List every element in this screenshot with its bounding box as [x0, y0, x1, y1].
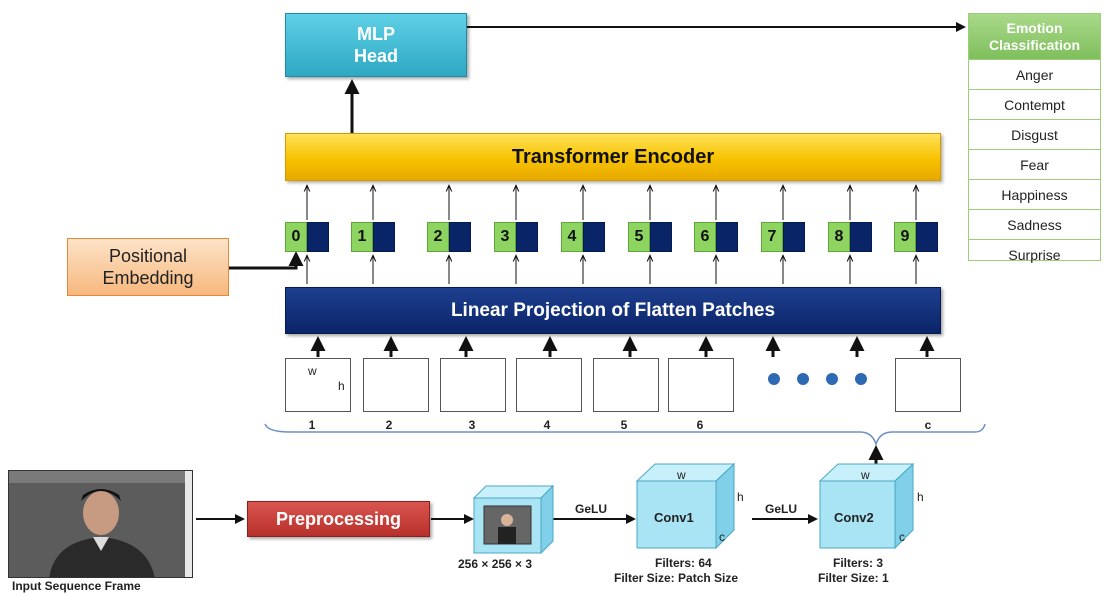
- token-embedding: [307, 222, 329, 252]
- token-index: 2: [427, 222, 449, 252]
- image-patch: [668, 358, 734, 412]
- conv1-height-label: h: [737, 490, 744, 504]
- patch-token: 8: [828, 222, 872, 252]
- patch-brace: [264, 423, 986, 447]
- conv2-channel-label: c: [899, 530, 905, 544]
- emotion-class-item: Contempt: [969, 89, 1100, 119]
- patch-label: 6: [696, 418, 704, 432]
- token-index: 6: [694, 222, 716, 252]
- conv1-width-label: w: [677, 468, 686, 482]
- emotion-class-item: Surprise: [969, 239, 1100, 269]
- conv1-cube: [635, 462, 736, 550]
- conv2-width-label: w: [861, 468, 870, 482]
- patch-label: c: [924, 418, 932, 432]
- preprocessing-box: Preprocessing: [247, 501, 430, 537]
- token-index: 8: [828, 222, 850, 252]
- emotion-classification-table: Emotion Classification Anger Contempt Di…: [968, 13, 1101, 263]
- token-embedding: [373, 222, 395, 252]
- ellipsis-dot: [826, 373, 838, 385]
- image-patch: [895, 358, 961, 412]
- image-patch: [593, 358, 659, 412]
- ellipsis-dot: [797, 373, 809, 385]
- token-embedding: [583, 222, 605, 252]
- token-embedding: [516, 222, 538, 252]
- token-embedding: [850, 222, 872, 252]
- input-image-cube: [472, 484, 555, 555]
- ellipsis-dot: [768, 373, 780, 385]
- person-photo-icon: [9, 471, 192, 577]
- token-embedding: [783, 222, 805, 252]
- positional-embedding-line2: Embedding: [102, 268, 194, 288]
- token-embedding: [650, 222, 672, 252]
- patch-token: 6: [694, 222, 738, 252]
- patch-label: 1: [308, 418, 316, 432]
- ellipsis-dot: [855, 373, 867, 385]
- conv1-filters: Filters: 64: [655, 556, 712, 570]
- emotion-class-item: Fear: [969, 149, 1100, 179]
- image-patch: [440, 358, 506, 412]
- conv2-filters: Filters: 3: [833, 556, 884, 570]
- mlp-head-box: MLP Head: [285, 13, 467, 77]
- patch-token: 5: [628, 222, 672, 252]
- emotion-title-line1: Emotion: [1006, 19, 1063, 36]
- token-embedding: [449, 222, 471, 252]
- conv2-filter-size: Filter Size: 1: [818, 571, 889, 585]
- mlp-head-line2: Head: [353, 46, 398, 66]
- transformer-encoder-box: Transformer Encoder: [285, 133, 941, 181]
- patch-token: 7: [761, 222, 805, 252]
- token-index: 3: [494, 222, 516, 252]
- patch-token: 1: [351, 222, 395, 252]
- token-index: 9: [894, 222, 916, 252]
- patch-token: 2: [427, 222, 471, 252]
- activation-label: GeLU: [575, 502, 608, 516]
- input-size-label: 256 × 256 × 3: [458, 557, 533, 571]
- patch-token: 4: [561, 222, 605, 252]
- conv1-name: Conv1: [654, 510, 694, 525]
- emotion-class-item: Sadness: [969, 209, 1100, 239]
- input-frame-image: [8, 470, 193, 578]
- emotion-class-item: Disgust: [969, 119, 1100, 149]
- emotion-title-line2: Classification: [988, 36, 1081, 53]
- image-patch: w h: [285, 358, 351, 412]
- patch-height-label: h: [338, 379, 345, 393]
- patch-token: 0: [285, 222, 329, 252]
- activation-label: GeLU: [765, 502, 798, 516]
- image-patch: [516, 358, 582, 412]
- token-index: 5: [628, 222, 650, 252]
- patch-token: 3: [494, 222, 538, 252]
- patch-label: 5: [620, 418, 628, 432]
- input-frame-caption: Input Sequence Frame: [12, 579, 141, 593]
- emotion-class-item: Anger: [969, 59, 1100, 89]
- patch-label: 2: [385, 418, 393, 432]
- token-index: 1: [351, 222, 373, 252]
- patch-label: 4: [543, 418, 551, 432]
- conv1-channel-label: c: [719, 530, 725, 544]
- mlp-head-line1: MLP: [357, 24, 395, 44]
- conv1-filter-size: Filter Size: Patch Size: [614, 571, 739, 585]
- patch-width-label: w: [308, 364, 317, 378]
- patch-token: 9: [894, 222, 938, 252]
- conv2-height-label: h: [917, 490, 924, 504]
- token-index: 4: [561, 222, 583, 252]
- emotion-class-item: Happiness: [969, 179, 1100, 209]
- token-index: 0: [285, 222, 307, 252]
- conv2-name: Conv2: [834, 510, 874, 525]
- emotion-table-header: Emotion Classification: [969, 14, 1100, 59]
- token-embedding: [716, 222, 738, 252]
- positional-embedding-box: Positional Embedding: [67, 238, 229, 296]
- positional-embedding-line1: Positional: [108, 246, 188, 266]
- image-patch: [363, 358, 429, 412]
- token-index: 7: [761, 222, 783, 252]
- token-embedding: [916, 222, 938, 252]
- patch-label: 3: [468, 418, 476, 432]
- conv2-cube: [818, 462, 915, 550]
- posemb-to-token-arrow: [229, 251, 304, 270]
- linear-projection-box: Linear Projection of Flatten Patches: [285, 287, 941, 334]
